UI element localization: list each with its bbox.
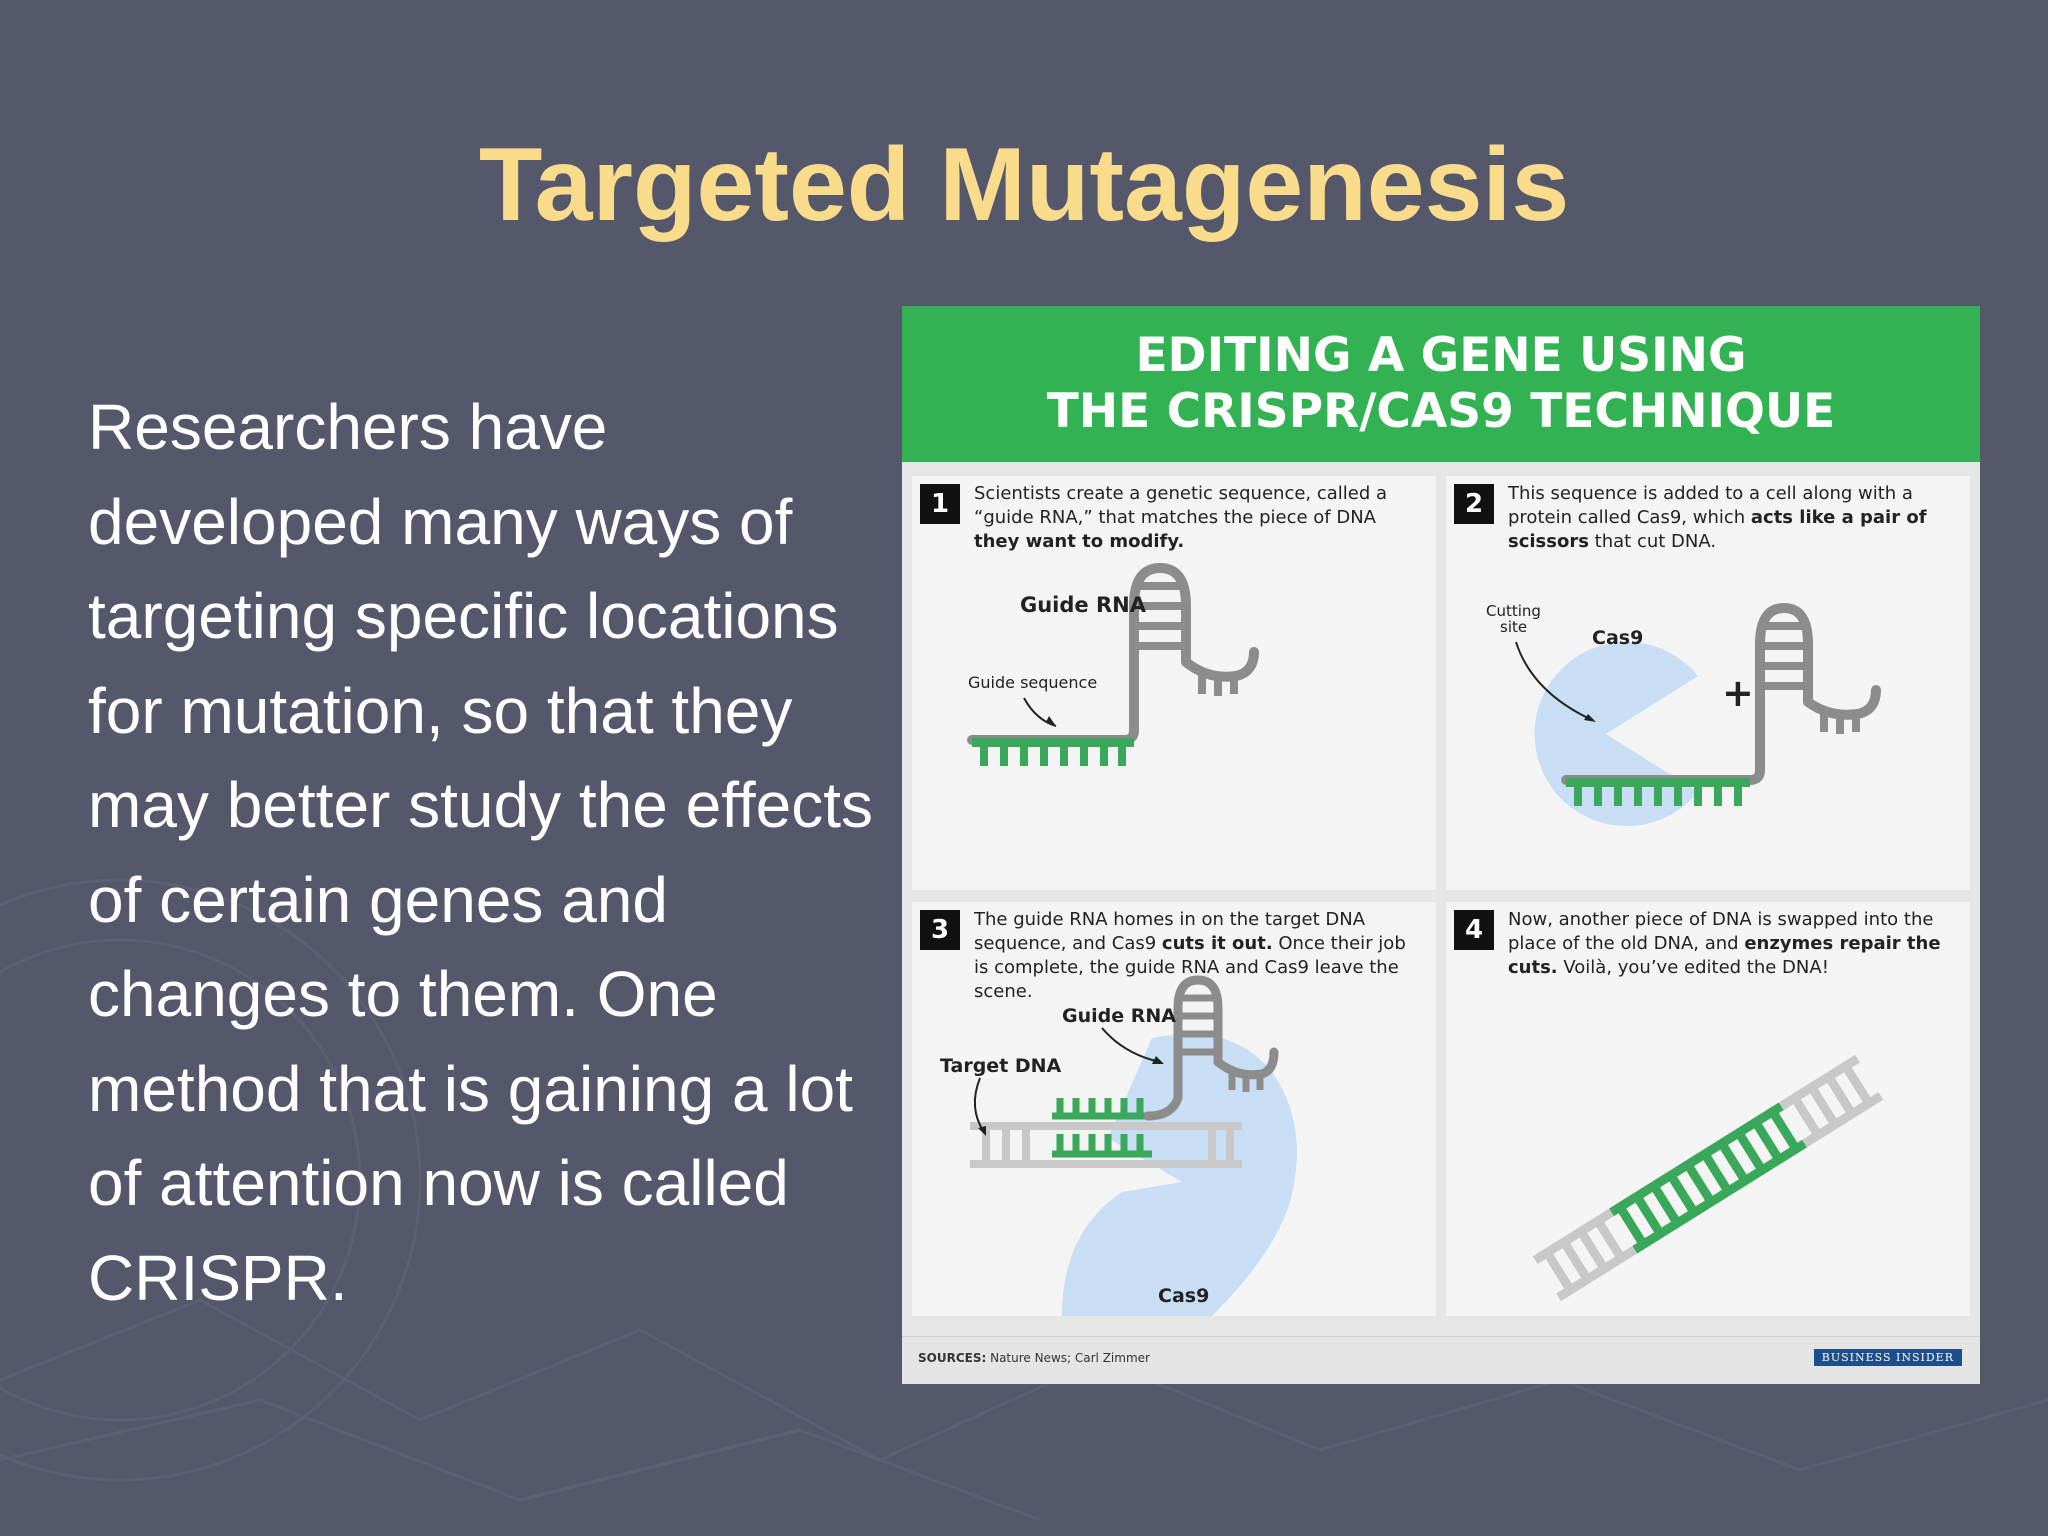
body-text: Researchers have developed many ways of … [88,391,873,1314]
plus-sign: + [1722,671,1754,715]
step-text: Scientists create a genetic sequence, ca… [974,483,1388,552]
step-number: 3 [920,910,960,950]
step-panel-2: 2 This sequence is added to a cell along… [1446,476,1970,890]
cutting-site-label-line1: Cutting [1486,602,1541,620]
step-number: 4 [1454,910,1494,950]
cutting-site-label-line2: site [1500,618,1527,636]
cas9-and-rna-diagram: Cas9 Cutting site + [1486,602,1881,826]
publisher-logo: BUSINESS INSIDER [1813,1349,1962,1366]
cas9-label: Cas9 [1158,1285,1209,1307]
crispr-infographic: EDITING A GENE USING THE CRISPR/CAS9 TEC… [902,306,1980,1384]
guide-rna-label: Guide RNA [1062,1005,1176,1027]
step-text: The guide RNA homes in on the target DNA… [974,909,1406,1002]
guide-rna-diagram: Guide RNA Guide sequence [967,563,1259,766]
step-number: 1 [920,484,960,524]
slide-title: Targeted Mutagenesis [478,127,1570,243]
guide-rna-label: Guide RNA [1020,593,1147,617]
step-panel-1: 1 Scientists create a genetic sequence, … [912,476,1436,890]
cas9-label: Cas9 [1592,627,1643,649]
target-dna-label: Target DNA [940,1055,1062,1077]
header-line-2: THE CRISPR/CAS9 TECHNIQUE [1046,384,1836,439]
step-number: 2 [1454,484,1494,524]
header-line-1: EDITING A GENE USING [1135,328,1747,383]
step-panel-3: 3 The guide RNA homes in on the target D… [912,902,1436,1316]
step-panel-4: 4 Now, another piece of DNA is swapped i… [1446,902,1970,1316]
infographic-header: EDITING A GENE USING THE CRISPR/CAS9 TEC… [902,306,1980,462]
step-text: Now, another piece of DNA is swapped int… [1508,909,1941,978]
edited-dna-diagram [1532,1054,1884,1302]
infographic-footer: SOURCES: Nature News; Carl Zimmer BUSINE… [902,1336,1980,1384]
cas9-cutting-diagram: Guide RNA Target DNA Cas9 [940,975,1297,1316]
guide-sequence-label: Guide sequence [968,673,1097,692]
sources-text: SOURCES: Nature News; Carl Zimmer [918,1351,1150,1365]
step-text: This sequence is added to a cell along w… [1508,483,1927,552]
